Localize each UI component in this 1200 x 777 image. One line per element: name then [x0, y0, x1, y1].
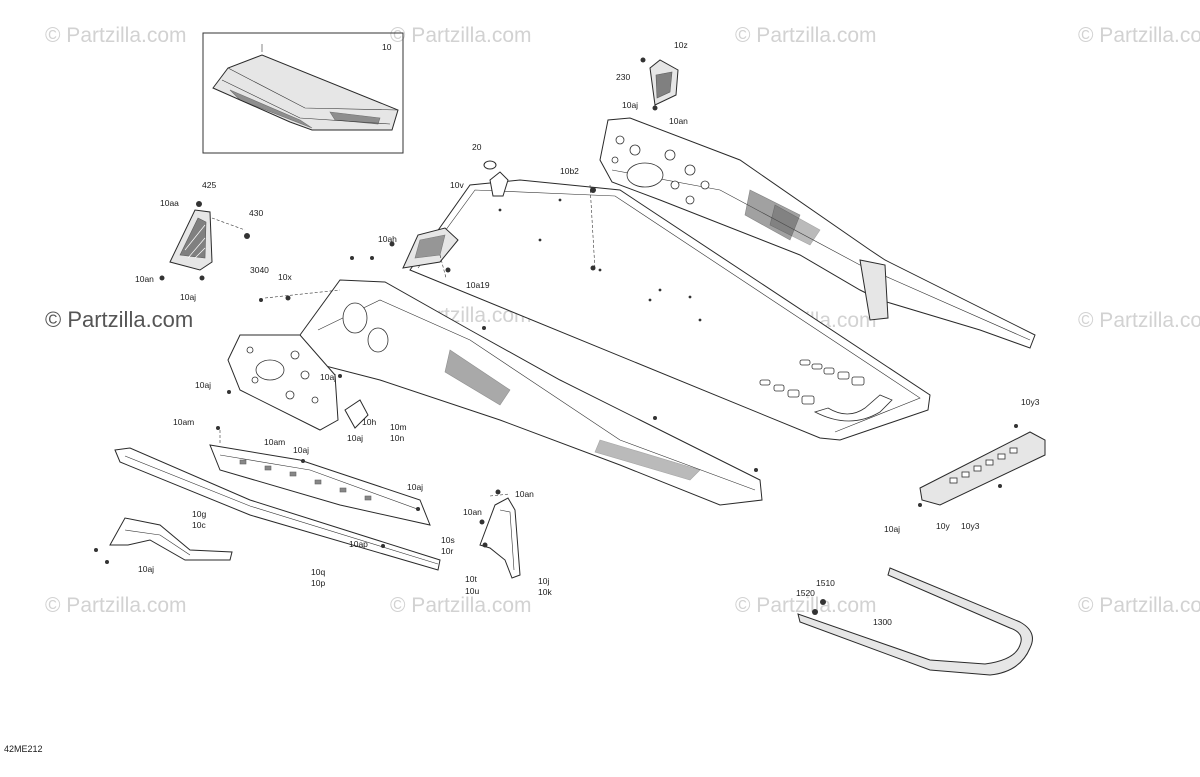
callout-10t: 10t — [465, 574, 477, 584]
watermark: © Partzilla.com — [45, 24, 187, 47]
callout-1510: 1510 — [816, 578, 835, 588]
callout-10ah: 10ah — [378, 234, 397, 244]
watermark: © Partzilla.com — [45, 307, 193, 332]
watermark: © Partzilla.com — [1078, 24, 1200, 47]
rear-cross-bracket — [919, 431, 1046, 506]
callout-430: 430 — [249, 208, 263, 218]
callout-425: 425 — [202, 180, 216, 190]
callout-1520: 1520 — [796, 588, 815, 598]
callout-10aj: 10aj — [180, 292, 196, 302]
foot-rest — [209, 444, 431, 526]
callout-10y: 10y — [936, 521, 950, 531]
callout-10aj: 10aj — [195, 380, 211, 390]
callout-10n: 10n — [390, 433, 404, 443]
leader-lines — [211, 184, 596, 497]
callout-10j: 10j — [538, 576, 549, 586]
callout-10an: 10an — [135, 274, 154, 284]
top-right-grille — [649, 59, 679, 106]
callout-10x: 10x — [278, 272, 292, 282]
callout-10y3: 10y3 — [961, 521, 980, 531]
rear-bumper — [797, 567, 1033, 676]
watermark: © Partzilla.com — [1078, 309, 1200, 332]
callout-10aj: 10aj — [622, 100, 638, 110]
left-outer-plate — [227, 334, 369, 431]
callout-10am: 10am — [173, 417, 194, 427]
callout-10an: 10an — [463, 507, 482, 517]
right-side-panel — [599, 117, 1036, 349]
callout-10aa: 10aa — [160, 198, 179, 208]
callout-10am: 10am — [264, 437, 285, 447]
callout-10z: 10z — [674, 40, 688, 50]
callout-10r: 10r — [441, 546, 453, 556]
inset-assembly-box: 10 — [202, 32, 404, 154]
callout-10c: 10c — [192, 520, 206, 530]
callout-20: 20 — [472, 142, 482, 152]
left-side-panel — [299, 279, 763, 506]
callout-10aj: 10aj — [884, 524, 900, 534]
watermark: © Partzilla.com — [390, 24, 532, 47]
watermark: © Partzilla.com — [735, 24, 877, 47]
watermark: © Partzilla.com — [1078, 594, 1200, 617]
callout-10v: 10v — [450, 180, 464, 190]
callout-10k: 10k — [538, 587, 552, 597]
front-bracket — [109, 517, 233, 561]
callout-10h: 10h — [362, 417, 376, 427]
callout-10p: 10p — [311, 578, 325, 588]
callout-10s: 10s — [441, 535, 455, 545]
callout-1300: 1300 — [873, 617, 892, 627]
callout-10an: 10an — [669, 116, 688, 126]
watermark: © Partzilla.com — [45, 594, 187, 617]
callout-10aj: 10aj — [293, 445, 309, 455]
callout-10q: 10q — [311, 567, 325, 577]
diagram-code: 42ME212 — [4, 744, 43, 754]
callout-10ap: 10ap — [349, 539, 368, 549]
callout-10aj: 10aj — [138, 564, 154, 574]
running-board-trim — [114, 447, 441, 571]
callout-10a19: 10a19 — [466, 280, 490, 290]
callout-10m: 10m — [390, 422, 407, 432]
callout-10u: 10u — [465, 586, 479, 596]
callout-10g: 10g — [192, 509, 206, 519]
hardware-fasteners — [94, 57, 1018, 615]
callout-3040: 3040 — [250, 265, 269, 275]
callout-230: 230 — [616, 72, 630, 82]
watermark: © Partzilla.com — [390, 594, 532, 617]
watermark: © Partzilla.com — [735, 594, 877, 617]
callout-10aj: 10aj — [320, 372, 336, 382]
callout-10b2: 10b2 — [560, 166, 579, 176]
center-bracket — [479, 497, 521, 579]
tunnel-top-panel — [402, 160, 931, 441]
left-grille — [169, 209, 213, 271]
callout-10an: 10an — [515, 489, 534, 499]
callout-10aj: 10aj — [407, 482, 423, 492]
callout-10y3: 10y3 — [1021, 397, 1040, 407]
callout-labels: 10z 230 10aj 10an 20 10b2 10v 10ah 10a19… — [135, 40, 1040, 627]
inset-label: 10 — [382, 42, 392, 52]
callout-10aj: 10aj — [347, 433, 363, 443]
